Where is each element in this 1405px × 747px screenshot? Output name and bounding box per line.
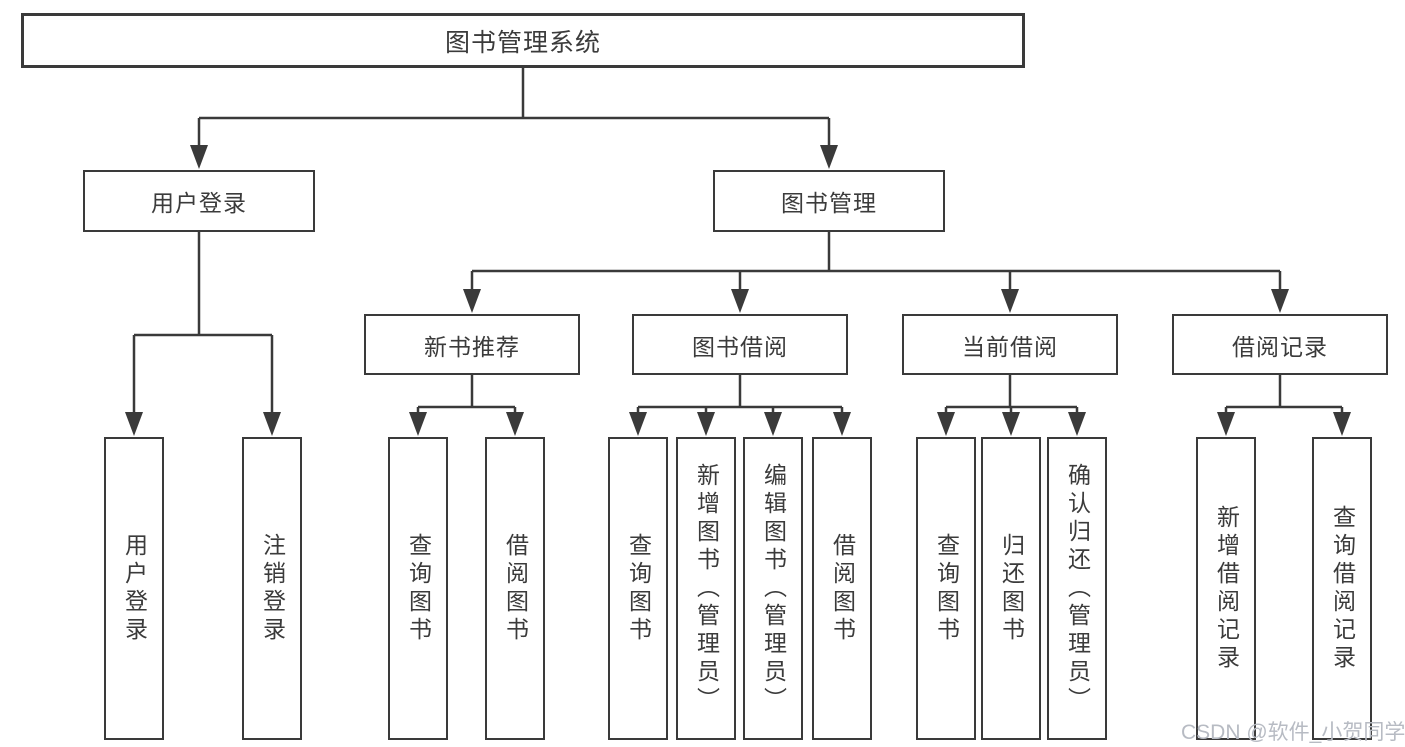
leaf-bb-edit-books-label: 编辑图书（管理员） — [760, 462, 787, 715]
leaf-nb-borrow-books: 借阅图书 — [485, 437, 545, 740]
leaf-cb-return-books: 归还图书 — [981, 437, 1041, 740]
leaf-br-add-record-label: 新增借阅记录 — [1213, 504, 1240, 673]
leaf-bb-query-books: 查询图书 — [608, 437, 668, 740]
leaf-user-login: 用户登录 — [104, 437, 164, 740]
leaf-logout: 注销登录 — [242, 437, 302, 740]
node-book-borrow-label: 图书借阅 — [692, 333, 788, 360]
node-current-borrow: 当前借阅 — [902, 314, 1118, 375]
leaf-br-query-record: 查询借阅记录 — [1312, 437, 1372, 740]
node-current-borrow-label: 当前借阅 — [962, 333, 1058, 360]
leaf-bb-add-books-label: 新增图书（管理员） — [693, 462, 720, 715]
leaf-cb-confirm-return: 确认归还（管理员） — [1047, 437, 1107, 740]
node-root: 图书管理系统 — [21, 13, 1025, 68]
leaf-cb-confirm-return-label: 确认归还（管理员） — [1064, 462, 1091, 715]
node-borrow-records-label: 借阅记录 — [1232, 333, 1328, 360]
leaf-bb-borrow-books-label: 借阅图书 — [829, 532, 856, 645]
leaf-nb-borrow-books-label: 借阅图书 — [502, 532, 529, 645]
leaf-user-login-label: 用户登录 — [121, 532, 148, 645]
csdn-watermark: CSDN @软件_小贺同学 — [1181, 721, 1405, 744]
leaf-nb-query-books: 查询图书 — [388, 437, 448, 740]
leaf-cb-return-books-label: 归还图书 — [998, 532, 1025, 645]
leaf-bb-query-books-label: 查询图书 — [625, 532, 652, 645]
node-book-borrow: 图书借阅 — [632, 314, 848, 375]
leaf-cb-query-books: 查询图书 — [916, 437, 976, 740]
node-new-book-recommend: 新书推荐 — [364, 314, 580, 375]
node-new-book-recommend-label: 新书推荐 — [424, 333, 520, 360]
node-borrow-records: 借阅记录 — [1172, 314, 1388, 375]
leaf-br-add-record: 新增借阅记录 — [1196, 437, 1256, 740]
leaf-nb-query-books-label: 查询图书 — [405, 532, 432, 645]
node-user-login-label: 用户登录 — [151, 190, 247, 216]
leaf-bb-borrow-books: 借阅图书 — [812, 437, 872, 740]
leaf-cb-query-books-label: 查询图书 — [933, 532, 960, 645]
leaf-bb-add-books: 新增图书（管理员） — [676, 437, 736, 740]
node-user-login: 用户登录 — [83, 170, 315, 232]
node-book-management-label: 图书管理 — [781, 190, 877, 216]
leaf-br-query-record-label: 查询借阅记录 — [1329, 504, 1356, 673]
leaf-bb-edit-books: 编辑图书（管理员） — [743, 437, 803, 740]
leaf-logout-label: 注销登录 — [259, 532, 286, 645]
arrowheads — [125, 145, 1351, 436]
node-root-label: 图书管理系统 — [444, 28, 601, 57]
connector-paths — [132, 68, 1344, 417]
node-book-management: 图书管理 — [713, 170, 945, 232]
